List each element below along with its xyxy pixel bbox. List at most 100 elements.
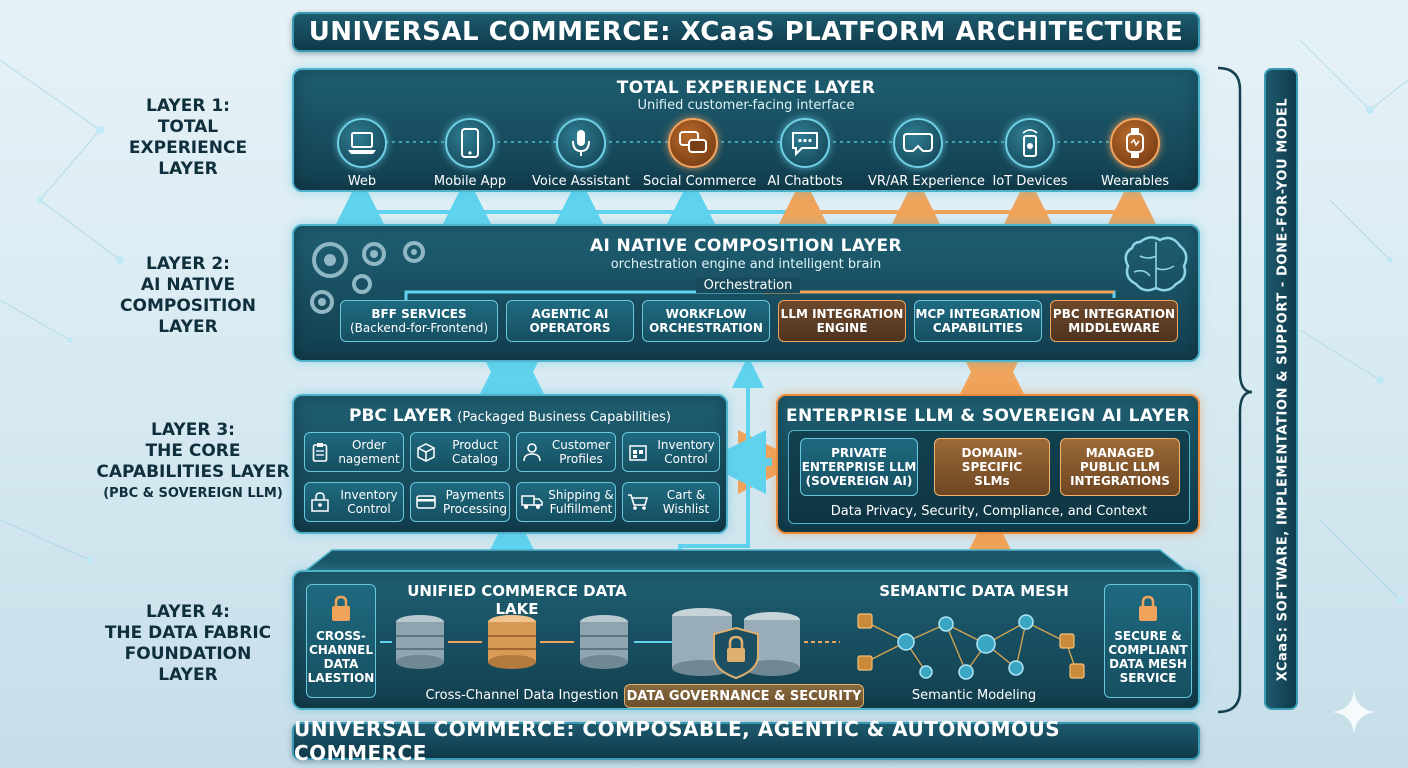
database-icon <box>396 615 444 669</box>
layer-label-line: EXPERIENCE <box>128 138 248 158</box>
layer-label-line: LAYER 2: <box>146 254 230 274</box>
pbc-cart-wishlist[interactable]: Cart &Wishlist <box>622 482 720 522</box>
box-line: ENGINE <box>816 321 868 335</box>
box-line: SECURE & <box>1114 629 1182 643</box>
box-line: SERVICE <box>1119 671 1177 685</box>
box-line: (SOVEREIGN AI) <box>805 474 913 488</box>
box-line: CROSS- <box>316 629 366 643</box>
layer-label-line: AI NATIVE <box>140 275 236 295</box>
vr-headset-icon <box>893 118 943 168</box>
pbc-layer: PBC LAYER (Packaged Business Capabilitie… <box>292 394 728 534</box>
database-orange-icon <box>488 615 536 669</box>
layer-label-line: THE CORE <box>145 441 241 461</box>
box-line: MANAGED <box>1085 446 1155 460</box>
pbc-title-main: PBC LAYER <box>349 406 453 426</box>
layer-2-subtitle: orchestration engine and intelligent bra… <box>610 257 882 272</box>
llm-layer-footer: Data Privacy, Security, Compliance, and … <box>830 504 1148 519</box>
channel-label: IoT Devices <box>992 174 1068 189</box>
secure-data-mesh-service-box[interactable]: SECURE & COMPLIANT DATA MESH SERVICE <box>1104 584 1192 698</box>
channel-label: AI Chatbots <box>767 174 843 189</box>
box-line: SPECIFIC <box>961 460 1023 474</box>
pbc-line: nagement <box>338 452 400 466</box>
channel-iot-devices[interactable]: IoT Devices <box>980 118 1080 189</box>
lock-icon <box>1139 595 1157 621</box>
governance-label: DATA GOVERNANCE & SECURITY <box>626 688 862 704</box>
layer-label-line: LAYER 4: <box>146 602 230 622</box>
box-line: COMPLIANT <box>1108 643 1188 657</box>
box-line: CHANNEL <box>308 643 374 657</box>
box-line: ENTERPRISE LLM <box>801 460 917 474</box>
smartphone-icon <box>445 118 495 168</box>
pbc-line: Order <box>351 438 387 452</box>
layer-label-line: LAYER <box>158 159 218 179</box>
layer-label-line: LAYER <box>158 665 218 685</box>
layer-label-line: LAYER 3: <box>151 420 235 440</box>
box-line: PRIVATE <box>831 446 887 460</box>
channel-mobile-app[interactable]: Mobile App <box>420 118 520 189</box>
pbc-line: Product <box>452 438 498 452</box>
channel-ai-chatbots[interactable]: AI Chatbots <box>755 118 855 189</box>
pbc-line: Catalog <box>451 452 499 466</box>
footer-banner: UNIVERSAL COMMERCE: COMPOSABLE, AGENTIC … <box>292 717 1200 765</box>
ingestion-label: Cross-Channel Data Ingestion <box>425 688 619 703</box>
enterprise-llm-layer: ENTERPRISE LLM & SOVEREIGN AI LAYER PRIV… <box>776 394 1200 534</box>
channel-wearables[interactable]: Wearables <box>1085 118 1185 189</box>
data-fabric-top-bevel <box>302 549 1190 572</box>
channel-label: Social Commerce <box>643 174 757 189</box>
microphone-icon <box>556 118 606 168</box>
semantic-mesh-network-icon <box>857 613 1085 680</box>
done-for-you-model-text: XCaaS: SOFTWARE, IMPLEMENTATION & SUPPOR… <box>1275 97 1291 682</box>
pbc-layer-title: PBC LAYER (Packaged Business Capabilitie… <box>294 406 726 426</box>
channel-voice-assistant[interactable]: Voice Assistant <box>531 118 631 189</box>
cart-icon <box>623 493 653 511</box>
layer-3-label: LAYER 3: THE CORE CAPABILITIES LAYER (PB… <box>88 420 298 504</box>
box-line: MCP INTEGRATION <box>915 307 1041 321</box>
pbc-shipping-fulfillment[interactable]: Shipping &Fulfillment <box>516 482 616 522</box>
box-line: MIDDLEWARE <box>1068 321 1160 335</box>
box-line: LAESTION <box>307 671 375 685</box>
data-governance-badge[interactable]: DATA GOVERNANCE & SECURITY <box>624 684 864 708</box>
layer-1-subtitle: Unified customer-facing interface <box>637 98 855 113</box>
footer-text: UNIVERSAL COMMERCE: COMPOSABLE, AGENTIC … <box>294 717 1061 765</box>
box-icon <box>411 442 441 462</box>
channel-social-commerce[interactable]: Social Commerce <box>643 118 757 189</box>
channel-vr-ar-experience[interactable]: VR/AR Experience <box>868 118 985 189</box>
bff-services-box[interactable]: BFF SERVICES(Backend-for-Frontend) <box>340 300 498 342</box>
card-icon <box>411 494 441 510</box>
pbc-line: Control <box>664 452 708 466</box>
pbc-line: Processing <box>442 502 508 516</box>
box-line: WORKFLOW <box>665 307 747 321</box>
chat-bubbles-icon <box>668 118 718 168</box>
layer-2-title: AI NATIVE COMPOSITION LAYER <box>589 236 903 256</box>
layer-label-line: THE DATA FABRIC <box>104 623 272 643</box>
inventory-icon <box>623 442 653 462</box>
channel-web[interactable]: Web <box>312 118 412 189</box>
cross-channel-ingestion-box[interactable]: CROSS- CHANNEL DATA LAESTION <box>306 584 376 698</box>
orchestration-label: Orchestration <box>294 278 1202 293</box>
box-line: OPERATORS <box>529 321 611 335</box>
clipboard-icon <box>305 442 335 462</box>
layer-1-title: TOTAL EXPERIENCE LAYER <box>616 78 876 98</box>
truck-icon <box>517 494 547 510</box>
channel-label: Web <box>347 174 377 189</box>
layer-label-line: CAPABILITIES LAYER <box>96 462 290 482</box>
box-line: PBC INTEGRATION <box>1052 307 1176 321</box>
pbc-line: Payments <box>445 488 505 502</box>
box-line: SLMs <box>974 474 1010 488</box>
box-line: DATA MESH <box>1109 657 1187 671</box>
